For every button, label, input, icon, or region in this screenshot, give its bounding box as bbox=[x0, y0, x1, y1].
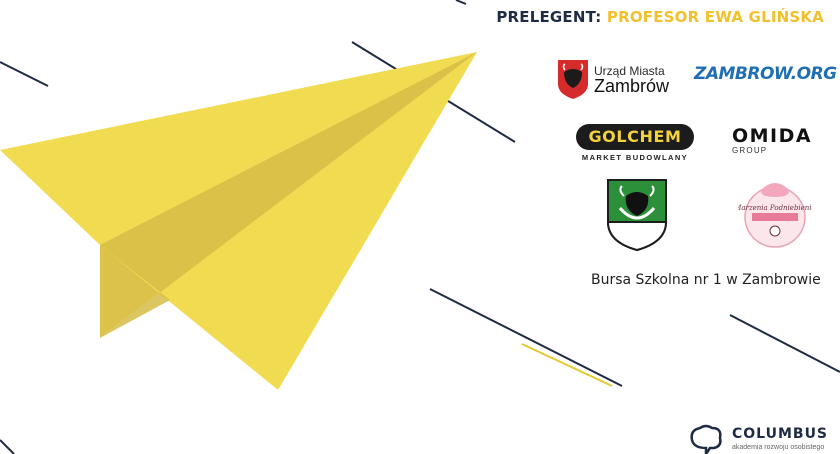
deco-line bbox=[729, 314, 840, 373]
columbus-name: COLUMBUS bbox=[732, 426, 829, 442]
omida-tagline: GROUP bbox=[732, 146, 768, 155]
brain-icon bbox=[690, 424, 722, 454]
zambrow-org-logo: ZAMBROW.ORG bbox=[694, 64, 837, 84]
omida-name: OMIDA bbox=[732, 125, 813, 147]
golchem-logo: GOLCHEM MARKET BUDOWLANY bbox=[576, 124, 694, 162]
plane-fold bbox=[100, 52, 477, 338]
bison-shield-icon bbox=[558, 60, 588, 99]
zambrow-city-logo: Urząd Miasta Zambrów bbox=[556, 58, 676, 100]
deco-line-yellow bbox=[521, 343, 613, 387]
golchem-tagline: MARKET BUDOWLANY bbox=[581, 153, 689, 162]
cake-shop-logo: Marzenia Podniebienia bbox=[733, 177, 816, 254]
deco-line bbox=[0, 61, 49, 87]
plane-wing-bottom bbox=[100, 52, 477, 390]
zambrow-crest-logo bbox=[606, 178, 668, 257]
columbus-logo: COLUMBUS akademia rozwoju osobistego bbox=[688, 424, 827, 454]
deco-line bbox=[429, 288, 623, 387]
cupcake-icon: Marzenia Podniebienia bbox=[733, 183, 816, 248]
golchem-name: GOLCHEM bbox=[576, 124, 694, 150]
zambrow-city-line2: Zambrów bbox=[594, 76, 670, 96]
omida-logo: OMIDA GROUP bbox=[732, 126, 812, 155]
presenter-line: PRELEGENT: PROFESOR EWA GLIŃSKA bbox=[496, 8, 824, 26]
zambrow-city-line1: Urząd Miasta bbox=[594, 64, 665, 78]
deco-line bbox=[455, 0, 467, 5]
plane-wing-top bbox=[0, 52, 477, 245]
fund-name: Bursa Szkolna nr 1 w Zambrowie bbox=[591, 272, 821, 288]
columbus-tagline: akademia rozwoju osobistego bbox=[732, 444, 825, 451]
cake-shop-name: Marzenia Podniebienia bbox=[738, 204, 812, 212]
crest-shield-icon bbox=[606, 179, 668, 252]
presenter-name: PROFESOR EWA GLIŃSKA bbox=[606, 8, 824, 26]
deco-line bbox=[0, 439, 15, 454]
presenter-label: PRELEGENT: bbox=[496, 8, 602, 26]
